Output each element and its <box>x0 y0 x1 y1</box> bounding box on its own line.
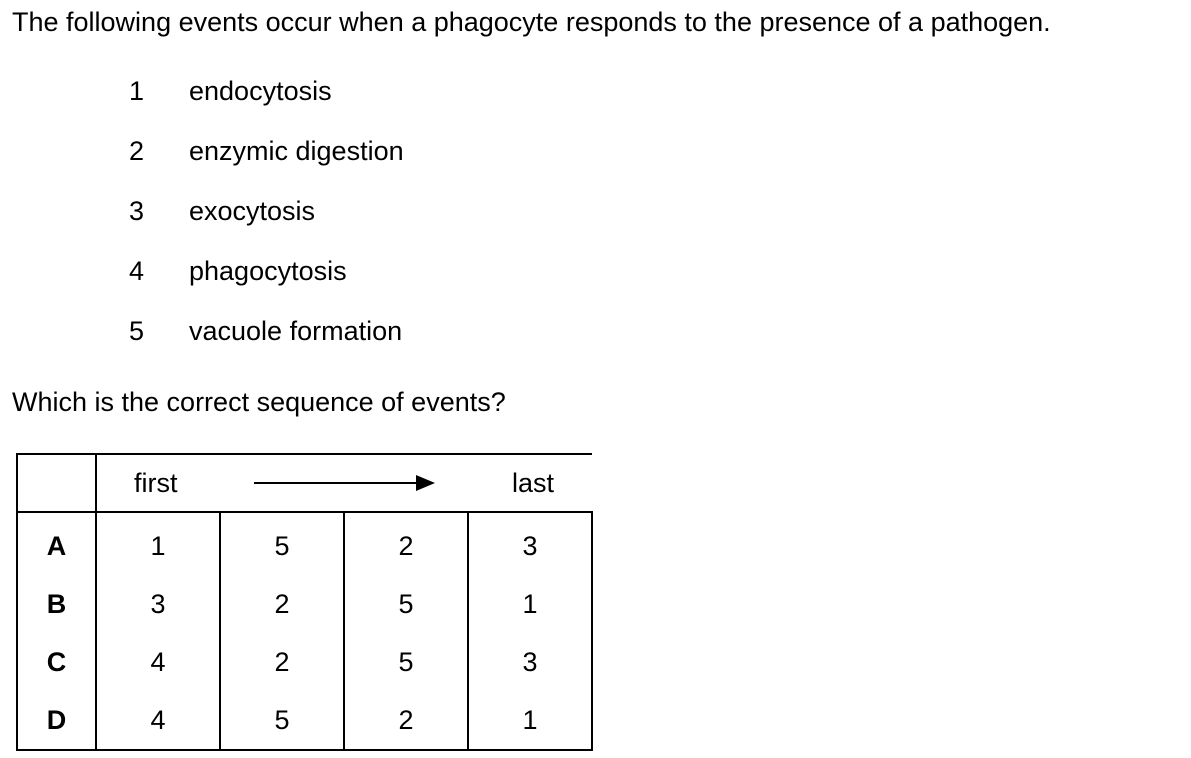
sequence-cell: 5 <box>343 575 469 633</box>
event-number: 5 <box>129 316 145 346</box>
right-arrow-icon <box>254 475 435 491</box>
event-number: 4 <box>129 256 145 286</box>
header-first-label: first <box>134 468 178 498</box>
sequence-cell: 2 <box>219 575 345 633</box>
intro-text: The following events occur when a phagoc… <box>12 7 1051 37</box>
table-header-row: first last <box>16 453 592 513</box>
event-name: endocytosis <box>189 76 332 106</box>
event-name: vacuole formation <box>189 316 403 346</box>
table-row: A 1 5 2 3 <box>16 512 593 575</box>
question-text: Which is the correct sequence of events? <box>12 387 506 417</box>
sequence-cell: 5 <box>343 633 469 691</box>
header-last-label: last <box>511 468 554 498</box>
sequence-cell: 1 <box>467 691 593 751</box>
option-key: C <box>16 633 97 691</box>
sequence-cell: 1 <box>467 575 593 633</box>
option-key: A <box>16 512 97 575</box>
sequence-cell: 3 <box>467 633 593 691</box>
sequence-cell: 4 <box>95 691 221 751</box>
header-empty-cell <box>16 453 97 513</box>
event-number: 3 <box>129 196 145 226</box>
event-number: 1 <box>129 76 145 106</box>
sequence-cell: 3 <box>467 512 593 575</box>
table-row: C 4 2 5 3 <box>16 633 593 691</box>
table-row: D 4 5 2 1 <box>16 691 593 751</box>
sequence-cell: 2 <box>343 512 469 575</box>
event-name: phagocytosis <box>189 256 347 286</box>
event-name: exocytosis <box>189 196 316 226</box>
header-sequence-cell: first last <box>95 453 592 513</box>
sequence-cell: 4 <box>95 633 221 691</box>
sequence-cell: 5 <box>219 512 345 575</box>
event-number: 2 <box>129 136 145 166</box>
option-key: B <box>16 575 97 633</box>
sequence-cell: 3 <box>95 575 221 633</box>
answer-table: first last A 1 5 2 3 B 3 2 5 1 C 4 2 5 3… <box>16 453 593 751</box>
sequence-cell: 2 <box>219 633 345 691</box>
table-row: B 3 2 5 1 <box>16 575 593 633</box>
sequence-cell: 1 <box>95 512 221 575</box>
sequence-cell: 5 <box>219 691 345 751</box>
event-name: enzymic digestion <box>189 136 404 166</box>
sequence-cell: 2 <box>343 691 469 751</box>
option-key: D <box>16 691 97 751</box>
